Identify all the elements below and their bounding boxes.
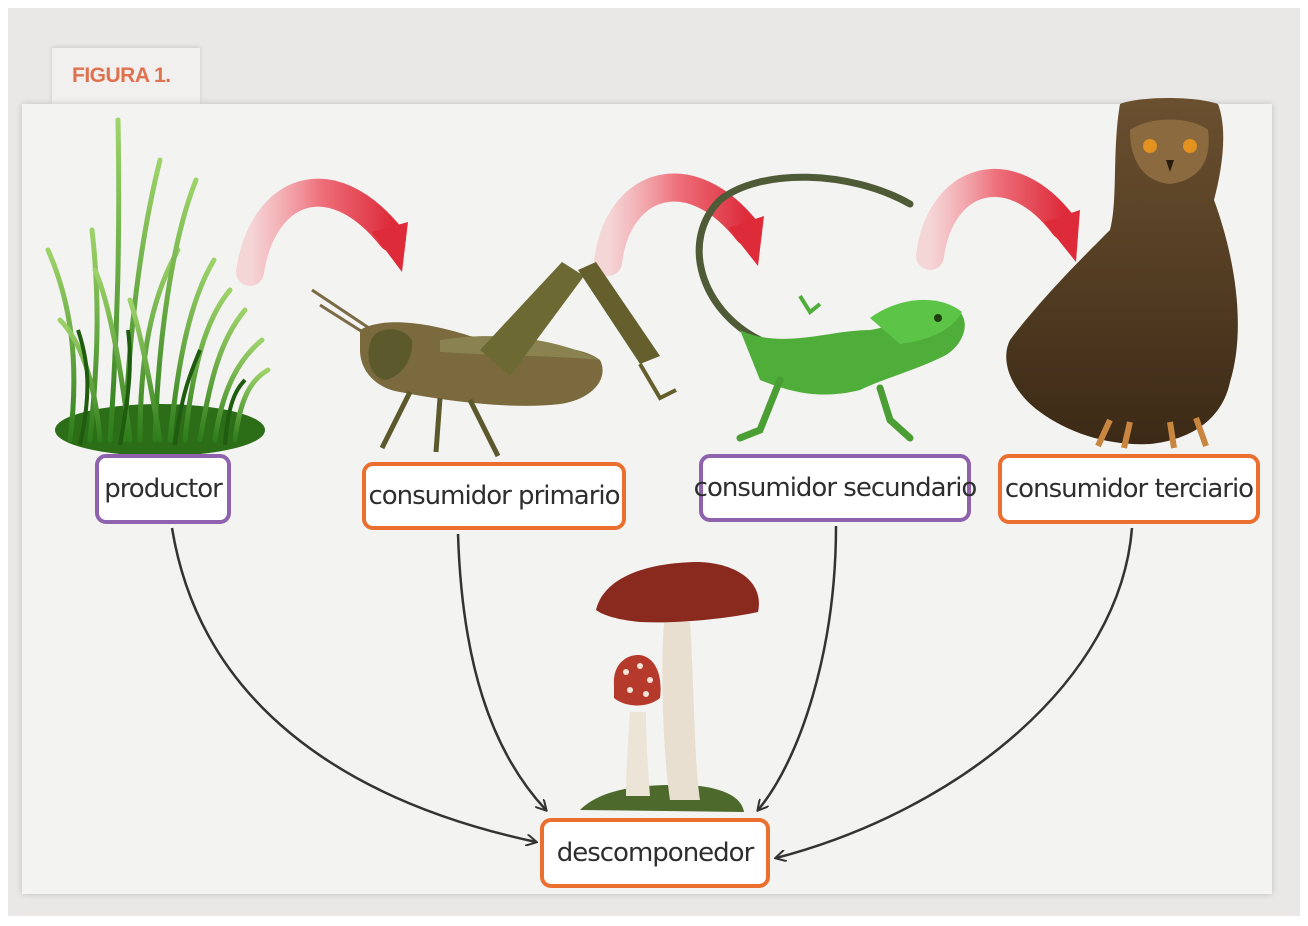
grasshopper-illustration	[312, 262, 676, 456]
food-chain-arrow-3	[930, 183, 1080, 262]
node-secondary-consumer-label: consumidor secundario	[694, 473, 977, 503]
node-primary-consumer-label: consumidor primario	[368, 481, 619, 511]
node-primary-consumer: consumidor primario	[362, 462, 626, 530]
decomposition-arrow-primary	[458, 534, 546, 810]
food-chain-arrow-2	[608, 188, 764, 266]
decomposition-arrow-producer	[172, 528, 536, 842]
node-decomposer-label: descomponedor	[557, 838, 754, 868]
node-decomposer: descomponedor	[540, 818, 770, 888]
decomposition-arrow-tertiary	[776, 528, 1132, 858]
grass-illustration	[48, 120, 268, 456]
decomposition-arrow-secondary	[758, 526, 836, 810]
node-tertiary-consumer-label: consumidor terciario	[1005, 474, 1253, 504]
node-secondary-consumer: consumidor secundario	[699, 454, 971, 522]
node-tertiary-consumer: consumidor terciario	[998, 454, 1260, 524]
mushroom-illustration	[580, 562, 759, 812]
owl-illustration	[1006, 98, 1238, 448]
node-producer: productor	[95, 454, 231, 524]
food-chain-arrow-1	[250, 193, 408, 272]
node-producer-label: productor	[104, 474, 222, 504]
